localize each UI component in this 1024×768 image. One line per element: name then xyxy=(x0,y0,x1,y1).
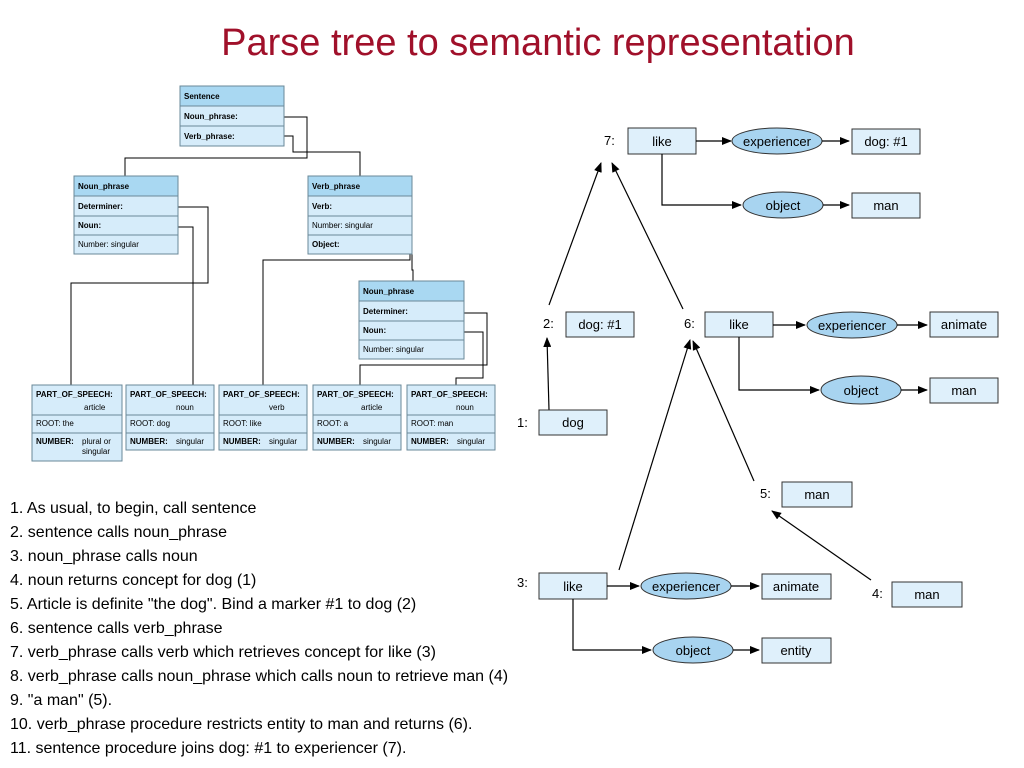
sentence-row-verb-phrase: Verb_phrase: xyxy=(184,132,235,141)
node-5: 5: man xyxy=(760,481,853,508)
node-1: 1: dog xyxy=(517,409,608,436)
node-1-val: dog xyxy=(562,415,584,430)
node-6-number: 6: xyxy=(684,316,695,331)
node-3-val-animate: animate xyxy=(773,579,819,594)
leaf-like-number-val: singular xyxy=(269,437,297,446)
node-4-val: man xyxy=(914,587,939,602)
leaf-dog-number-val: singular xyxy=(176,437,204,446)
leaf-man-root: ROOT: man xyxy=(411,419,453,428)
noun-phrase-1-header: Noun_phrase xyxy=(78,182,130,191)
leaf-the-number-val-2: singular xyxy=(82,447,110,456)
step-4: 4. noun returns concept for dog (1) xyxy=(10,572,257,589)
leaf-like-pos-label: PART_OF_SPEECH: xyxy=(223,390,300,399)
step-1: 1. As usual, to begin, call sentence xyxy=(10,500,257,517)
leaf-like-pos: verb xyxy=(269,403,285,412)
node-7-val-man: man xyxy=(873,198,898,213)
leaf-a-root: ROOT: a xyxy=(317,419,349,428)
sentence-frame: Sentence Noun_phrase: Verb_phrase: xyxy=(179,85,285,147)
sentence-row-noun-phrase: Noun_phrase: xyxy=(184,112,238,121)
step-6: 6. sentence calls verb_phrase xyxy=(10,620,223,637)
leaf-a-number-val: singular xyxy=(363,437,391,446)
node-3-number: 3: xyxy=(517,575,528,590)
leaf-a-pos: article xyxy=(361,403,383,412)
leaf-the: PART_OF_SPEECH: article ROOT: the NUMBER… xyxy=(31,384,123,462)
leaf-man: PART_OF_SPEECH: noun ROOT: man NUMBER: s… xyxy=(406,384,496,451)
leaf-man-number-label: NUMBER: xyxy=(411,437,449,446)
verb-phrase-row-object: Object: xyxy=(312,240,340,249)
leaf-the-root: ROOT: the xyxy=(36,419,74,428)
verb-phrase-row-number: Number: singular xyxy=(312,221,373,230)
leaf-dog-pos: noun xyxy=(176,403,194,412)
derivation-arrows xyxy=(543,162,872,581)
step-8: 8. verb_phrase calls noun_phrase which c… xyxy=(10,668,509,685)
node-4: 4: man xyxy=(872,581,963,608)
leaf-man-pos: noun xyxy=(456,403,474,412)
node-7-number: 7: xyxy=(604,133,615,148)
node-6-rel-experiencer: experiencer xyxy=(818,318,887,333)
leaf-a-number-label: NUMBER: xyxy=(317,437,355,446)
node-6-val-man: man xyxy=(951,383,976,398)
noun-phrase-2-row-noun: Noun: xyxy=(363,326,386,335)
noun-phrase-1-frame: Noun_phrase Determiner: Noun: Number: si… xyxy=(73,175,179,255)
leaf-a-pos-label: PART_OF_SPEECH: xyxy=(317,390,394,399)
step-10: 10. verb_phrase procedure restricts enti… xyxy=(10,716,473,733)
leaf-the-number-label: NUMBER: xyxy=(36,437,74,446)
step-9: 9. "a man" (5). xyxy=(10,692,113,709)
node-6-head: like xyxy=(729,317,749,332)
node-3: 3: like experiencer animate object entit… xyxy=(517,572,832,664)
sentence-header: Sentence xyxy=(184,92,220,101)
leaf-man-pos-label: PART_OF_SPEECH: xyxy=(411,390,488,399)
verb-phrase-header: Verb_phrase xyxy=(312,182,361,191)
node-5-val: man xyxy=(804,487,829,502)
leaf-a: PART_OF_SPEECH: article ROOT: a NUMBER: … xyxy=(312,384,402,451)
node-2-val: dog: #1 xyxy=(578,317,621,332)
step-5: 5. Article is definite "the dog". Bind a… xyxy=(10,596,417,613)
noun-phrase-2-row-number: Number: singular xyxy=(363,345,424,354)
node-1-number: 1: xyxy=(517,415,528,430)
node-7-rel-object: object xyxy=(766,198,801,213)
leaf-dog-root: ROOT: dog xyxy=(130,419,170,428)
node-4-number: 4: xyxy=(872,586,883,601)
leaf-like-number-label: NUMBER: xyxy=(223,437,261,446)
node-7-val-dog: dog: #1 xyxy=(864,134,907,149)
node-3-head: like xyxy=(563,579,583,594)
noun-phrase-2-frame: Noun_phrase Determiner: Noun: Number: si… xyxy=(358,280,465,360)
node-3-val-entity: entity xyxy=(780,643,812,658)
node-7-head: like xyxy=(652,134,672,149)
node-3-rel-object: object xyxy=(676,643,711,658)
node-7-rel-experiencer: experiencer xyxy=(743,134,812,149)
leaf-like: PART_OF_SPEECH: verb ROOT: like NUMBER: … xyxy=(218,384,308,451)
verb-phrase-frame: Verb_phrase Verb: Number: singular Objec… xyxy=(307,175,413,255)
noun-phrase-2-header: Noun_phrase xyxy=(363,287,415,296)
leaf-the-pos: article xyxy=(84,403,106,412)
leaf-like-root: ROOT: like xyxy=(223,419,262,428)
step-3: 3. noun_phrase calls noun xyxy=(10,548,198,565)
node-2-number: 2: xyxy=(543,316,554,331)
step-7: 7. verb_phrase calls verb which retrieve… xyxy=(10,644,436,661)
node-3-rel-experiencer: experiencer xyxy=(652,579,721,594)
noun-phrase-1-row-determiner: Determiner: xyxy=(78,202,123,211)
node-5-number: 5: xyxy=(760,486,771,501)
leaf-man-number-val: singular xyxy=(457,437,485,446)
leaf-dog-number-label: NUMBER: xyxy=(130,437,168,446)
node-2: 2: dog: #1 xyxy=(543,311,635,338)
leaf-dog-pos-label: PART_OF_SPEECH: xyxy=(130,390,207,399)
step-2: 2. sentence calls noun_phrase xyxy=(10,524,228,541)
leaf-dog: PART_OF_SPEECH: noun ROOT: dog NUMBER: s… xyxy=(125,384,215,451)
noun-phrase-1-row-noun: Noun: xyxy=(78,221,101,230)
verb-phrase-row-verb: Verb: xyxy=(312,202,332,211)
leaf-the-number-val-1: plural or xyxy=(82,437,111,446)
noun-phrase-2-row-determiner: Determiner: xyxy=(363,307,408,316)
page-title: Parse tree to semantic representation xyxy=(221,22,855,64)
leaf-the-pos-label: PART_OF_SPEECH: xyxy=(36,390,113,399)
noun-phrase-1-row-number: Number: singular xyxy=(78,240,139,249)
node-6-val-animate: animate xyxy=(941,317,987,332)
node-7: 7: like experiencer dog: #1 object man xyxy=(604,127,921,219)
node-6-rel-object: object xyxy=(844,383,879,398)
steps-list: 1. As usual, to begin, call sentence 2. … xyxy=(10,497,508,761)
node-6: 6: like experiencer animate object man xyxy=(684,311,999,405)
step-11: 11. sentence procedure joins dog: #1 to … xyxy=(10,740,407,757)
